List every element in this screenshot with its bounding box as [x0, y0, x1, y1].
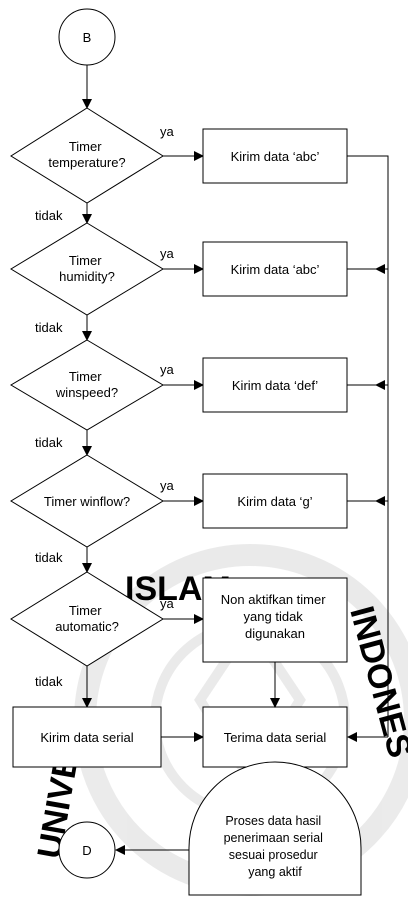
action-disable-unused-timers: Non aktifkan timer yang tidak digunakan — [202, 577, 348, 663]
svg-text:Kirim data ‘abc’: Kirim data ‘abc’ — [231, 262, 320, 277]
svg-text:Timer humidity?: Timer humidity? — [59, 253, 115, 284]
process-serial-data: Proses data hasil penerimaan serial sesu… — [188, 761, 362, 896]
decision-timer-humidity: Timer humidity? — [10, 222, 164, 316]
process-send-serial: Kirim data serial — [12, 706, 162, 768]
no-label: tidak — [35, 208, 63, 223]
yes-label: ya — [160, 246, 175, 261]
return-bus-line — [347, 155, 389, 737]
no-label: tidak — [35, 320, 63, 335]
svg-text:Terima data serial: Terima data serial — [224, 730, 327, 745]
svg-text:Timer automatic?: Timer automatic? — [55, 603, 119, 634]
svg-text:B: B — [83, 30, 92, 45]
process-receive-serial: Terima data serial — [202, 706, 348, 768]
svg-text:Timer winspeed?: Timer winspeed? — [55, 369, 118, 400]
svg-text:Timer winflow?: Timer winflow? — [44, 494, 130, 509]
decision-timer-winspeed: Timer winspeed? — [10, 339, 164, 431]
action-send-abc-2: Kirim data ‘abc’ — [202, 241, 348, 297]
no-label: tidak — [35, 435, 63, 450]
yes-label: ya — [160, 124, 175, 139]
yes-label: ya — [160, 478, 175, 493]
no-label: tidak — [35, 674, 63, 689]
svg-text:Kirim data ‘abc’: Kirim data ‘abc’ — [231, 149, 320, 164]
svg-text:Proses data hasil peneri: Proses data hasil penerimaan serial sesu… — [224, 814, 327, 879]
connector-end: D — [58, 821, 116, 879]
no-label: tidak — [35, 550, 63, 565]
decision-timer-winflow: Timer winflow? — [10, 454, 164, 548]
svg-text:Kirim data ‘g’: Kirim data ‘g’ — [237, 494, 312, 509]
yes-label: ya — [160, 596, 175, 611]
decision-timer-automatic: Timer automatic? — [10, 571, 164, 667]
svg-text:Timer temperature?: Timer temperature? — [48, 139, 125, 170]
decision-timer-temperature: Timer temperature? — [10, 107, 164, 204]
action-send-abc-1: Kirim data ‘abc’ — [202, 128, 348, 184]
svg-text:Non aktifkan timer yang: Non aktifkan timer yang tidak digunakan — [221, 592, 329, 641]
svg-text:Kirim data ‘def’: Kirim data ‘def’ — [232, 378, 318, 393]
action-send-def: Kirim data ‘def’ — [202, 357, 348, 413]
svg-text:Kirim data serial: Kirim data serial — [40, 730, 133, 745]
svg-text:D: D — [82, 843, 91, 858]
yes-label: ya — [160, 362, 175, 377]
action-send-g: Kirim data ‘g’ — [202, 473, 348, 529]
connector-start: B — [58, 8, 116, 66]
